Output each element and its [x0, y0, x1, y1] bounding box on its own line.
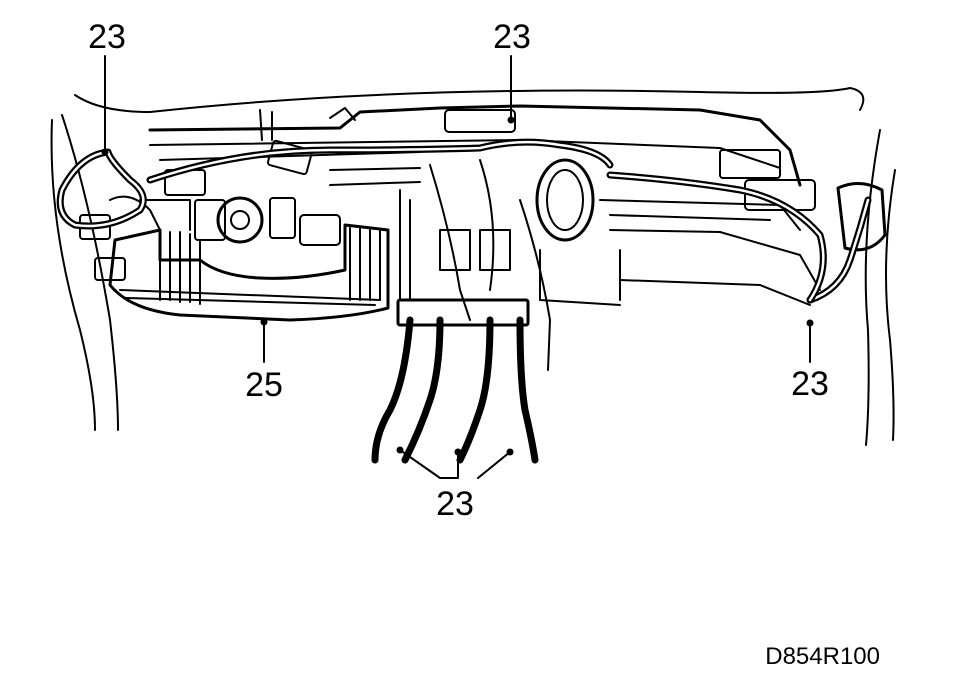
leader-lines	[101, 55, 814, 479]
leader-dot	[506, 448, 514, 456]
callout-23-top-left: 23	[88, 18, 126, 56]
dashboard-frame	[148, 104, 821, 306]
callout-25-lower-left: 25	[245, 366, 283, 404]
body-outline	[50, 87, 896, 446]
wiring-harness-23	[56, 138, 872, 464]
leader-bottom-right	[477, 451, 511, 479]
leader-dot	[260, 318, 268, 326]
steering-column-area	[79, 139, 341, 281]
leader-dot	[396, 446, 404, 454]
callout-23-top-center: 23	[493, 18, 531, 56]
leader-dot	[454, 448, 462, 456]
leader-bottom-left	[399, 449, 459, 479]
callout-23-right: 23	[791, 365, 829, 403]
callout-23-bottom: 23	[436, 485, 474, 523]
leader-dot	[101, 148, 109, 156]
dash-modules	[535, 158, 887, 252]
leader-dot	[507, 116, 515, 124]
leader-dot	[806, 319, 814, 327]
reference-code: D854R100	[765, 643, 880, 670]
knee-bolster	[108, 223, 390, 322]
